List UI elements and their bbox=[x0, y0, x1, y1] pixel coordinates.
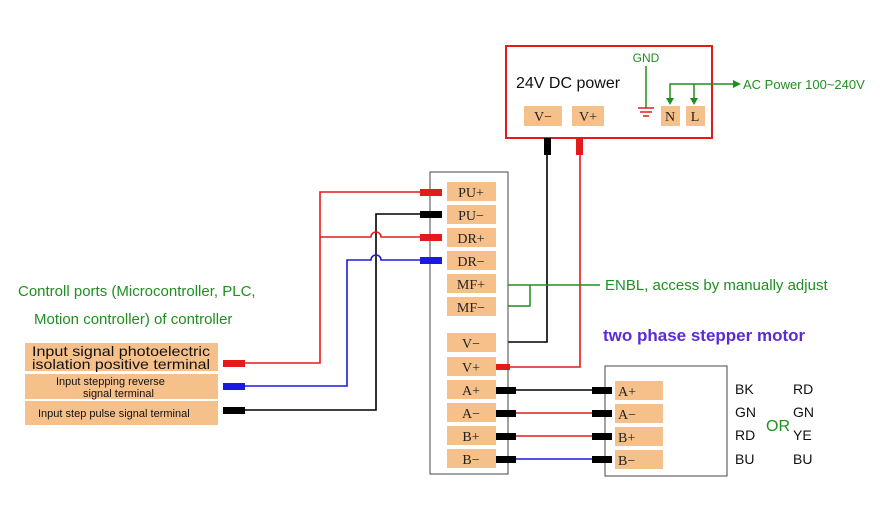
wire-dr-minus bbox=[245, 254, 420, 387]
motor-color-code-set2: GN bbox=[793, 404, 814, 420]
controller-title-line1: Controll ports (Microcontroller, PLC, bbox=[18, 283, 256, 300]
input-terminal-3 bbox=[25, 401, 218, 425]
motor-color-code-set2: BU bbox=[793, 451, 812, 467]
driver-terminal-label: PU− bbox=[458, 209, 484, 224]
input-terminal-3-line1: Input step pulse signal terminal bbox=[38, 408, 190, 420]
driver-control-pins bbox=[420, 189, 442, 264]
input-terminal-2-line1: Input stepping reverse bbox=[56, 376, 165, 388]
ground-icon bbox=[638, 66, 654, 117]
driver-terminal-label: V+ bbox=[462, 361, 480, 376]
input-terminal-1-line2: isolation positive terminal bbox=[32, 356, 210, 372]
wire-power-vminus bbox=[505, 155, 548, 343]
input-terminal-2-line2: signal terminal bbox=[83, 388, 154, 400]
controller-plug-red bbox=[223, 360, 245, 367]
motor-title: two phase stepper motor bbox=[603, 326, 806, 345]
motor: two phase stepper motor A+A−B+B− BKGNRDB… bbox=[592, 326, 814, 477]
ac-power-label: AC Power 100~240V bbox=[743, 77, 865, 92]
motor-color-code-set2: RD bbox=[793, 381, 813, 397]
driver-terminal-label: B− bbox=[462, 453, 479, 468]
driver-terminal-label: A− bbox=[462, 407, 480, 422]
driver-terminal-box bbox=[447, 182, 496, 201]
controller-title-line2: Motion controller) of controller bbox=[34, 311, 232, 328]
controller-plug-black bbox=[223, 407, 245, 414]
power-terminal-vminus-label: V− bbox=[534, 110, 552, 125]
arrow-head-icon bbox=[733, 80, 741, 88]
motor-color-code-set1: BU bbox=[735, 451, 754, 467]
motor-color-code-set1: RD bbox=[735, 427, 755, 443]
driver-terminal-box bbox=[447, 274, 496, 293]
motor-color-code-set2: YE bbox=[793, 427, 812, 443]
power-terminal-l bbox=[686, 106, 705, 126]
power-supply: 24V DC power V− V+ N L GND AC Power 100~… bbox=[505, 45, 865, 139]
driver-terminal-box bbox=[447, 297, 496, 316]
motor-terminals: A+ A− B+ B− bbox=[615, 381, 663, 469]
input-terminal-1 bbox=[25, 343, 218, 371]
input-terminal-1-line1: Input signal photoelectric bbox=[32, 343, 210, 359]
motor-terminal-box bbox=[615, 450, 663, 469]
driver-terminal-label: PU+ bbox=[458, 186, 484, 201]
driver-terminal-label: DR− bbox=[457, 255, 484, 270]
motor-color-code-set1: BK bbox=[735, 381, 754, 397]
controller: Controll ports (Microcontroller, PLC, Mo… bbox=[18, 283, 256, 425]
driver-terminal-box bbox=[447, 426, 496, 445]
driver-terminal-label: MF− bbox=[457, 301, 485, 316]
power-supply-title: 24V DC power bbox=[516, 75, 621, 92]
motor-terminal-label: B− bbox=[618, 454, 635, 469]
power-terminal-vplus-label: V+ bbox=[579, 110, 597, 125]
power-terminal-n bbox=[661, 106, 680, 126]
wire-pu-plus bbox=[245, 191, 420, 364]
driver-terminal-box bbox=[447, 205, 496, 224]
driver-terminal-box bbox=[447, 228, 496, 247]
controller-plug-blue bbox=[223, 383, 245, 390]
wire-power-vplus bbox=[505, 155, 581, 368]
driver-terminal-box bbox=[447, 380, 496, 399]
driver-terminal-box bbox=[447, 333, 496, 352]
driver-terminal-box bbox=[447, 403, 496, 422]
wires bbox=[245, 155, 598, 460]
power-terminal-vminus bbox=[524, 106, 562, 126]
enbl-label: ENBL, access by manually adjust bbox=[605, 277, 828, 294]
motor-color-code-set1: GN bbox=[735, 404, 756, 420]
driver-terminal-box bbox=[447, 357, 496, 376]
driver-output-pins bbox=[496, 364, 516, 463]
wire-dr-plus bbox=[320, 231, 420, 238]
power-terminal-vplus bbox=[572, 106, 604, 126]
driver-terminal-box bbox=[447, 449, 496, 468]
motor-input-pins bbox=[592, 387, 612, 463]
driver: PU+ PU− DR+ DR− MF+ MF− V− V+ A+ A− B+ B− bbox=[429, 171, 509, 475]
motor-terminal-box bbox=[615, 427, 663, 446]
power-terminal-l-label: L bbox=[691, 110, 700, 125]
driver-terminal-label: V− bbox=[462, 337, 480, 352]
motor-terminal-label: B+ bbox=[618, 431, 635, 446]
wire-pu-minus bbox=[245, 213, 420, 411]
motor-wire-colors: BK GN RD BU RD GN YE BU bbox=[735, 381, 814, 467]
motor-terminal-label: A+ bbox=[618, 385, 636, 400]
driver-terminal-box bbox=[447, 251, 496, 270]
driver-terminal-label: B+ bbox=[462, 430, 479, 445]
power-output-pins bbox=[544, 138, 583, 155]
ac-lines bbox=[666, 80, 741, 105]
motor-terminal-label: A− bbox=[618, 408, 636, 423]
or-label: OR bbox=[766, 418, 790, 435]
driver-terminal-label: MF+ bbox=[457, 278, 485, 293]
driver-terminal-label: A+ bbox=[462, 384, 480, 399]
input-terminal-2 bbox=[25, 374, 218, 399]
power-terminal-n-label: N bbox=[665, 110, 675, 125]
motor-terminal-box bbox=[615, 404, 663, 423]
motor-terminal-box bbox=[615, 381, 663, 400]
driver-terminal-label: DR+ bbox=[457, 232, 484, 247]
gnd-label: GND bbox=[633, 51, 660, 65]
driver-terminals: PU+ PU− DR+ DR− MF+ MF− V− V+ A+ A− B+ B− bbox=[447, 182, 496, 468]
